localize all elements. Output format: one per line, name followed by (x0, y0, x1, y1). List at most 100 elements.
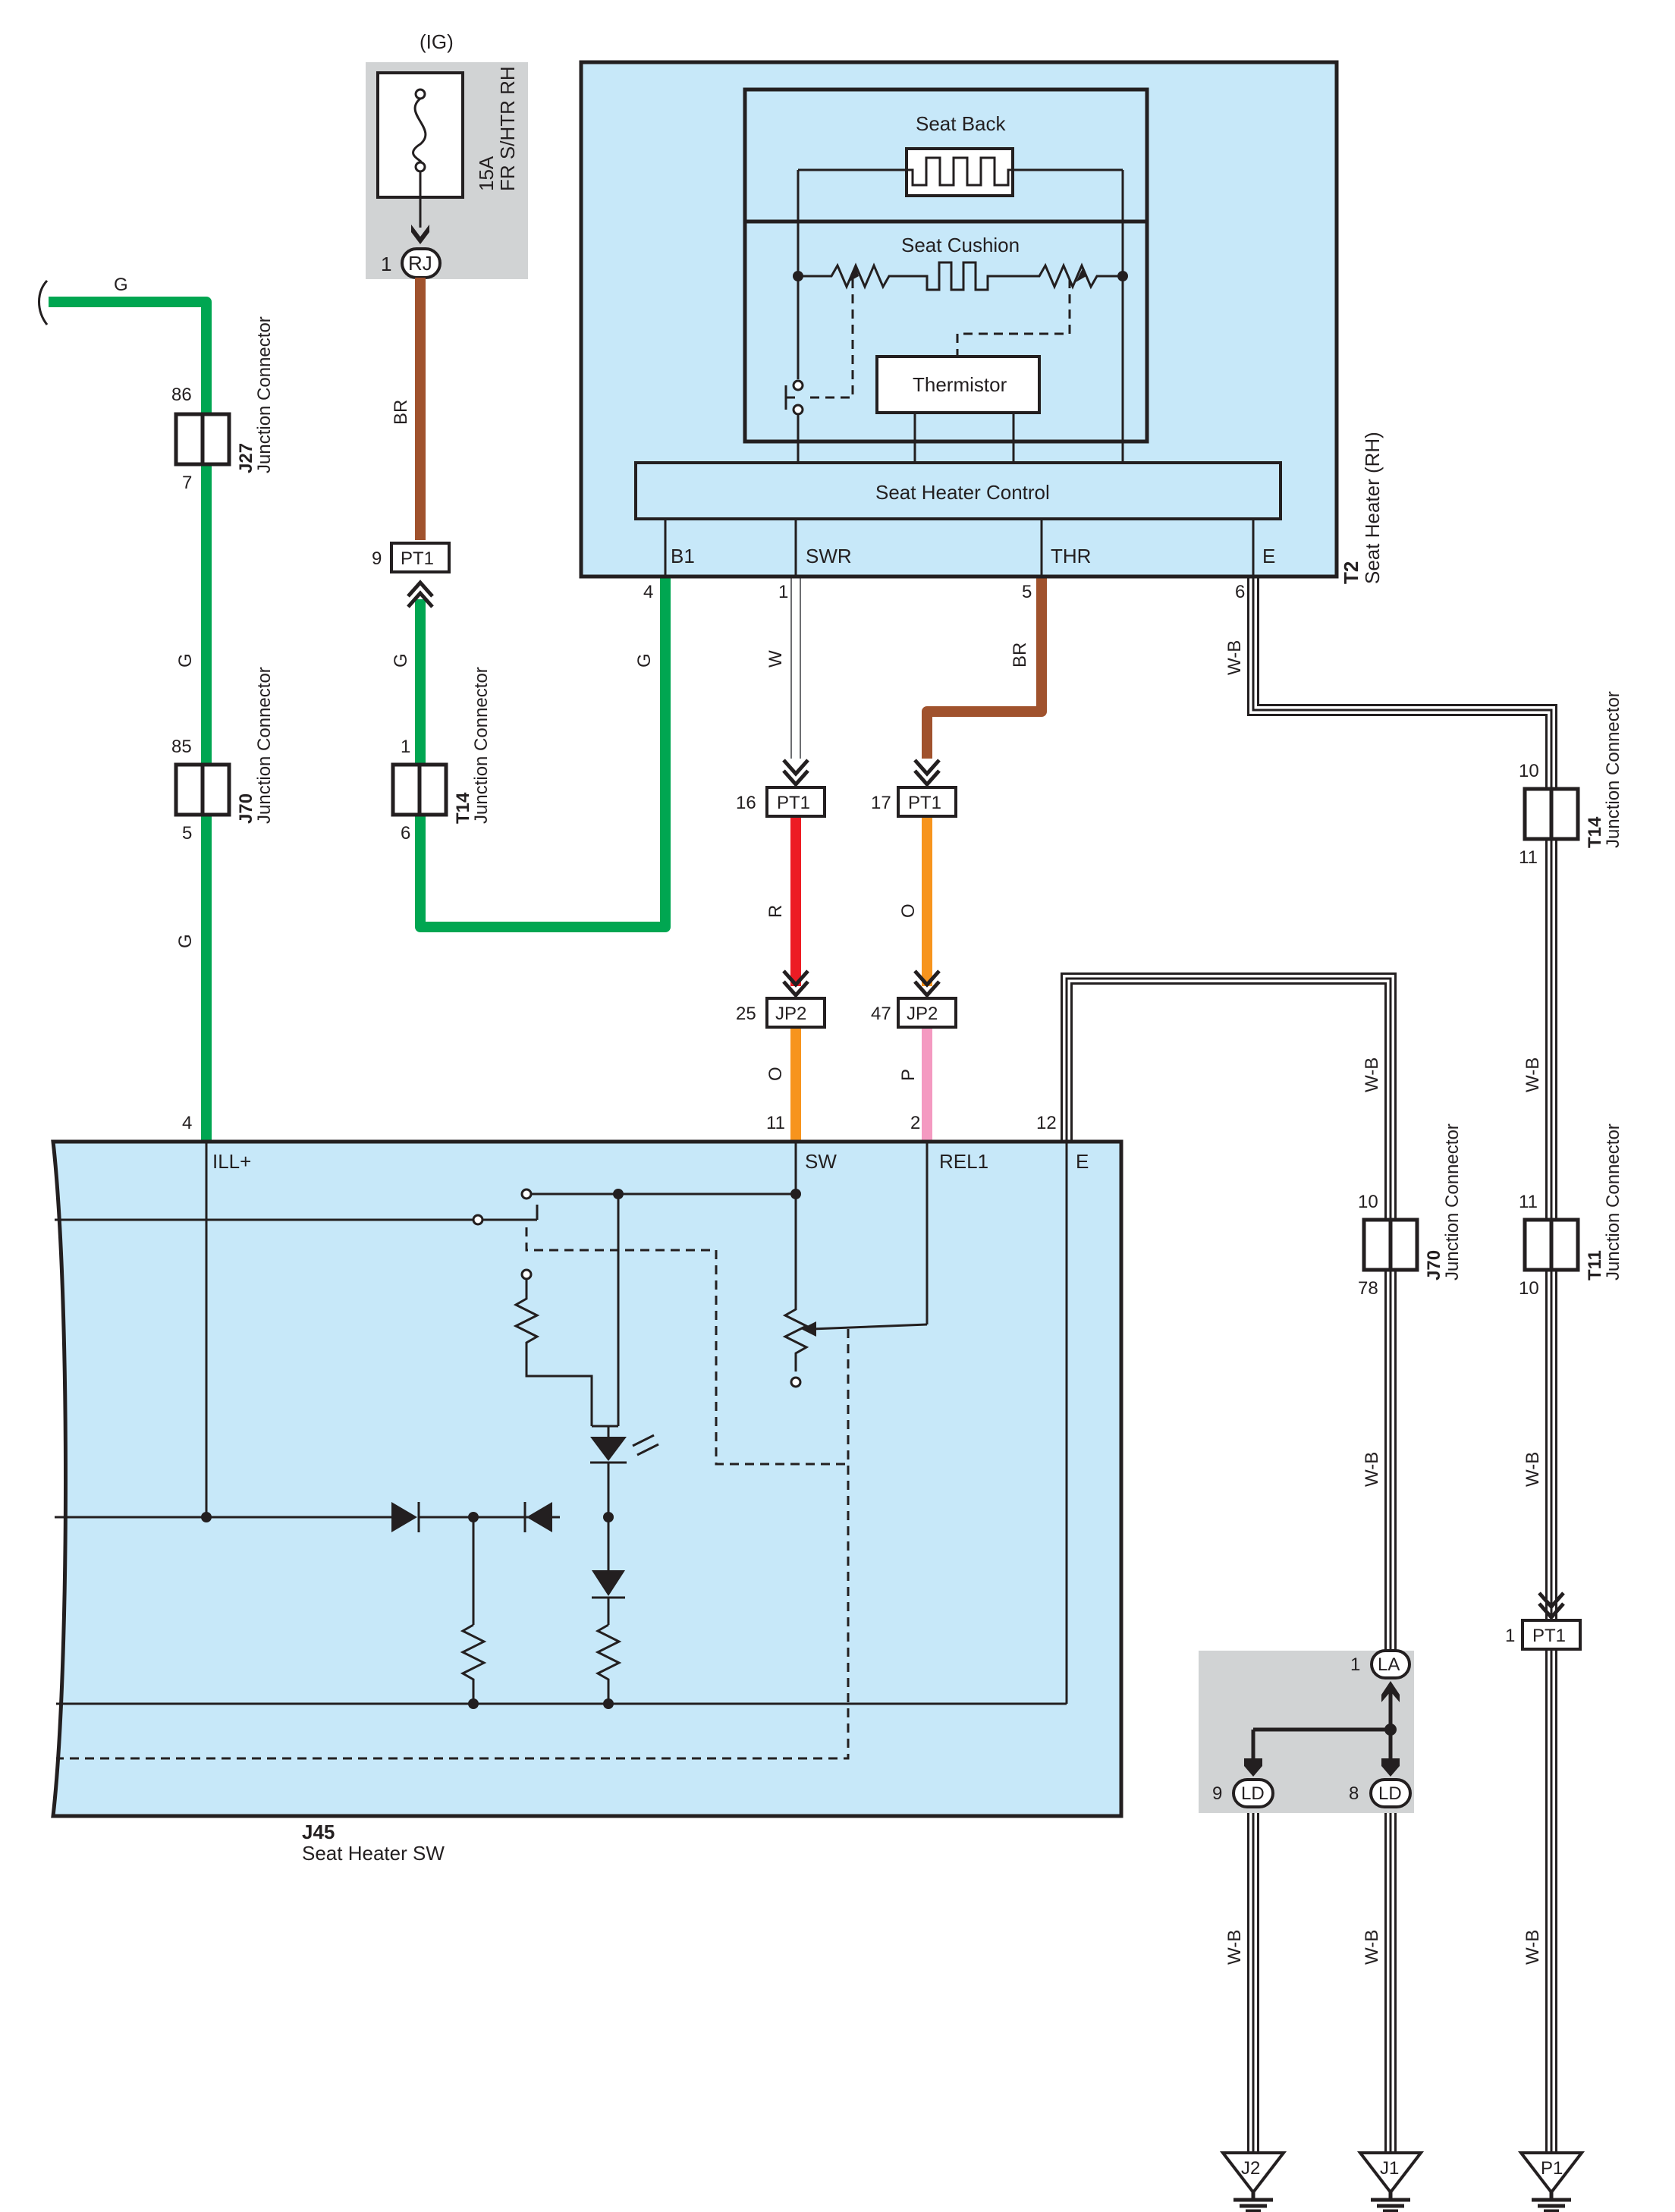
seat-heater-sw-name: Seat Heater SW (302, 1842, 445, 1865)
svg-text:W-B: W-B (1362, 1057, 1382, 1092)
svg-text:T14: T14 (1585, 816, 1605, 848)
svg-text:THR: THR (1051, 545, 1091, 567)
fuse-rating: 15A (475, 156, 498, 191)
fuse-supply-label: (IG) (420, 30, 454, 53)
svg-text:1: 1 (1505, 1626, 1515, 1646)
ground-j1: J1 (1356, 2151, 1425, 2212)
wire-g-ill (49, 297, 212, 1142)
svg-text:16: 16 (736, 793, 756, 813)
svg-text:LD: LD (1241, 1783, 1265, 1804)
svg-text:G: G (391, 653, 411, 668)
svg-text:W-B: W-B (1224, 1930, 1245, 1965)
svg-text:LA: LA (1378, 1654, 1400, 1675)
seat-heater-control-label: Seat Heater Control (875, 481, 1050, 504)
fuse-block: (IG) 15A FR S/HTR RH 1 RJ (366, 30, 528, 279)
junction-connector-j27: 86 7 J27 Junction Connector (171, 316, 275, 493)
ground-p1: P1 (1517, 2151, 1585, 2212)
svg-text:W-B: W-B (1523, 1452, 1543, 1487)
svg-text:PT1: PT1 (908, 793, 941, 813)
svg-text:1: 1 (1350, 1654, 1360, 1675)
thermistor-label: Thermistor (913, 373, 1007, 396)
svg-text:1: 1 (778, 582, 788, 602)
svg-text:10: 10 (1519, 1278, 1539, 1299)
svg-text:10: 10 (1358, 1192, 1378, 1212)
seat-heater-sw-id: J45 (302, 1821, 335, 1843)
svg-text:J1: J1 (1380, 2158, 1399, 2179)
svg-text:5: 5 (1022, 582, 1032, 602)
svg-text:85: 85 (171, 737, 192, 757)
svg-text:G: G (114, 275, 128, 295)
wire-g-b1 (415, 577, 671, 932)
svg-text:Junction Connector: Junction Connector (1603, 1123, 1623, 1280)
svg-text:9: 9 (1212, 1783, 1222, 1804)
svg-text:W-B: W-B (1362, 1930, 1382, 1965)
seat-heater-rh-name: Seat Heater (RH) (1361, 432, 1384, 584)
seat-heater-sw: ILL+ SW REL1 E 4 11 2 12 J45 Seat Heater… (51, 1113, 1123, 1865)
svg-text:J70: J70 (236, 793, 256, 824)
svg-text:11: 11 (766, 1113, 785, 1133)
svg-text:J70: J70 (1424, 1250, 1444, 1280)
svg-text:86: 86 (171, 385, 192, 405)
junction-connector-t14-a: 1 6 T14 Junction Connector (391, 667, 492, 844)
svg-text:E: E (1076, 1150, 1089, 1173)
seat-back-label: Seat Back (916, 112, 1007, 135)
svg-text:8: 8 (1349, 1783, 1359, 1804)
svg-text:1: 1 (401, 737, 410, 757)
svg-text:BR: BR (1010, 643, 1030, 668)
svg-text:R: R (765, 905, 786, 918)
svg-text:11: 11 (1519, 1192, 1538, 1212)
svg-text:Junction Connector: Junction Connector (471, 667, 492, 824)
inline-connector-pt1-17: PT1 17 (871, 759, 957, 818)
svg-text:G: G (634, 653, 655, 668)
junction-connector-j70-a: 85 5 J70 Junction Connector (171, 667, 275, 844)
fuse-pin-number: 1 (381, 253, 391, 275)
svg-text:12: 12 (1036, 1113, 1057, 1133)
svg-text:SW: SW (805, 1150, 837, 1173)
svg-text:25: 25 (736, 1004, 756, 1024)
splice-block: LA 1 LD 9 LD 8 (1199, 1649, 1414, 1813)
junction-connector-t11: 11 10 T11 Junction Connector (1519, 1123, 1623, 1299)
svg-text:JP2: JP2 (775, 1004, 806, 1024)
svg-text:PT1: PT1 (777, 793, 810, 813)
inline-connector-pt1-9: PT1 9 (372, 542, 451, 608)
svg-text:Junction Connector: Junction Connector (254, 316, 275, 473)
svg-text:Junction Connector: Junction Connector (1442, 1123, 1463, 1280)
inline-connector-jp2-25: JP2 25 (736, 969, 826, 1029)
svg-text:4: 4 (643, 582, 653, 602)
svg-text:W-B: W-B (1523, 1057, 1543, 1092)
svg-text:ILL+: ILL+ (212, 1150, 251, 1173)
wire-break-symbol (38, 279, 49, 325)
inline-connector-jp2-47: JP2 47 (871, 969, 957, 1029)
svg-text:J2: J2 (1241, 2158, 1260, 2179)
svg-text:6: 6 (1235, 582, 1245, 602)
svg-text:PT1: PT1 (1532, 1626, 1566, 1646)
svg-text:B1: B1 (671, 545, 695, 567)
svg-text:O: O (765, 1067, 786, 1081)
svg-text:47: 47 (871, 1004, 891, 1024)
wire-wb-j45-e (1061, 972, 1397, 1676)
svg-text:P1: P1 (1541, 2158, 1563, 2179)
svg-text:Junction Connector: Junction Connector (1603, 691, 1623, 848)
svg-text:T11: T11 (1585, 1250, 1605, 1280)
svg-text:Junction Connector: Junction Connector (254, 667, 275, 824)
svg-text:W: W (765, 650, 786, 668)
inline-connector-pt1-1: PT1 1 (1505, 1591, 1582, 1651)
svg-text:PT1: PT1 (401, 548, 434, 569)
svg-text:4: 4 (182, 1113, 192, 1133)
fuse-name: FR S/HTR RH (496, 66, 519, 191)
junction-connector-j70-b: 10 78 J70 Junction Connector (1358, 1123, 1463, 1299)
svg-text:W-B: W-B (1523, 1930, 1543, 1965)
junction-connector-t14-b: 10 11 T14 Junction Connector (1519, 691, 1623, 868)
seat-cushion-label: Seat Cushion (901, 234, 1020, 256)
svg-text:78: 78 (1358, 1278, 1378, 1299)
svg-text:J27: J27 (236, 443, 256, 473)
svg-text:7: 7 (182, 473, 192, 493)
svg-text:W-B: W-B (1224, 640, 1245, 675)
svg-text:5: 5 (182, 823, 192, 844)
svg-text:G: G (175, 934, 196, 948)
svg-text:10: 10 (1519, 761, 1539, 781)
svg-text:REL1: REL1 (939, 1150, 988, 1173)
svg-text:JP2: JP2 (907, 1004, 938, 1024)
ground-j2: J2 (1219, 2151, 1287, 2212)
